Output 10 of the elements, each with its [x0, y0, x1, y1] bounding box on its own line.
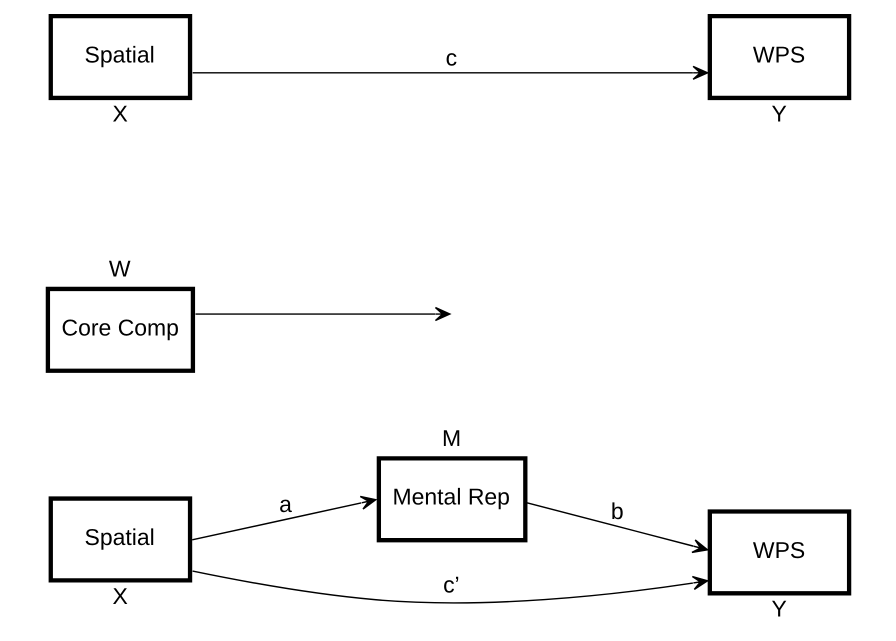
node-label: M	[442, 424, 461, 451]
edge-label: a	[278, 490, 292, 517]
node-label: Y	[771, 100, 786, 126]
edge-label: b	[610, 498, 624, 524]
edge-label: c’	[442, 571, 460, 598]
node-label: W	[108, 255, 130, 282]
edge-label: c	[445, 44, 457, 70]
node-label: X	[112, 100, 128, 126]
node-label: X	[112, 582, 128, 609]
node-label: Y	[771, 596, 786, 622]
